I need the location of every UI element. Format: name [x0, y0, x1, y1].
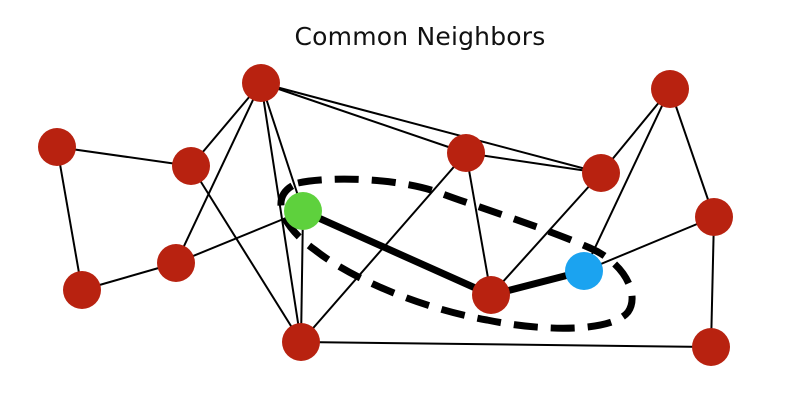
common-neighbors-region [277, 175, 636, 332]
source-node [284, 192, 322, 230]
highlight-layer [299, 207, 588, 299]
node-n4 [172, 147, 210, 185]
edge-n3-n5 [175, 82, 262, 264]
edge-n10-n14 [583, 216, 715, 272]
node-n3 [157, 244, 195, 282]
nodes-layer [38, 64, 733, 366]
node-n8 [447, 134, 485, 172]
node-n14 [695, 198, 733, 236]
edge-n6-n7 [300, 210, 304, 343]
edge-n8-n9 [465, 152, 492, 296]
edge-n11-n5 [260, 82, 602, 174]
edge-n9-n11 [490, 172, 602, 296]
node-n2 [63, 271, 101, 309]
node-n1 [38, 128, 76, 166]
diagram-title: Common Neighbors [294, 22, 546, 51]
edge-n12-n15 [669, 88, 715, 218]
edge-n7-n13 [300, 341, 712, 348]
target-node [565, 252, 603, 290]
node-n13 [692, 328, 730, 366]
edge-n13-n14 [710, 216, 715, 348]
node-n5 [242, 64, 280, 102]
edge-n8-n11 [465, 152, 602, 174]
edge-n5-n8 [260, 82, 467, 154]
node-n7 [282, 323, 320, 361]
node-n9 [472, 276, 510, 314]
edge-n1-n2 [56, 146, 83, 291]
edge-n4-n7 [190, 165, 302, 343]
edge-n10-n12 [583, 88, 671, 272]
edges-layer [56, 82, 715, 348]
highlighted-edge-n6-n9 [299, 207, 495, 299]
node-n11 [582, 154, 620, 192]
edge-n5-n6 [260, 82, 304, 212]
edge-n1-n4 [56, 146, 192, 167]
edge-n5-n7 [260, 82, 302, 343]
node-n12 [651, 70, 689, 108]
